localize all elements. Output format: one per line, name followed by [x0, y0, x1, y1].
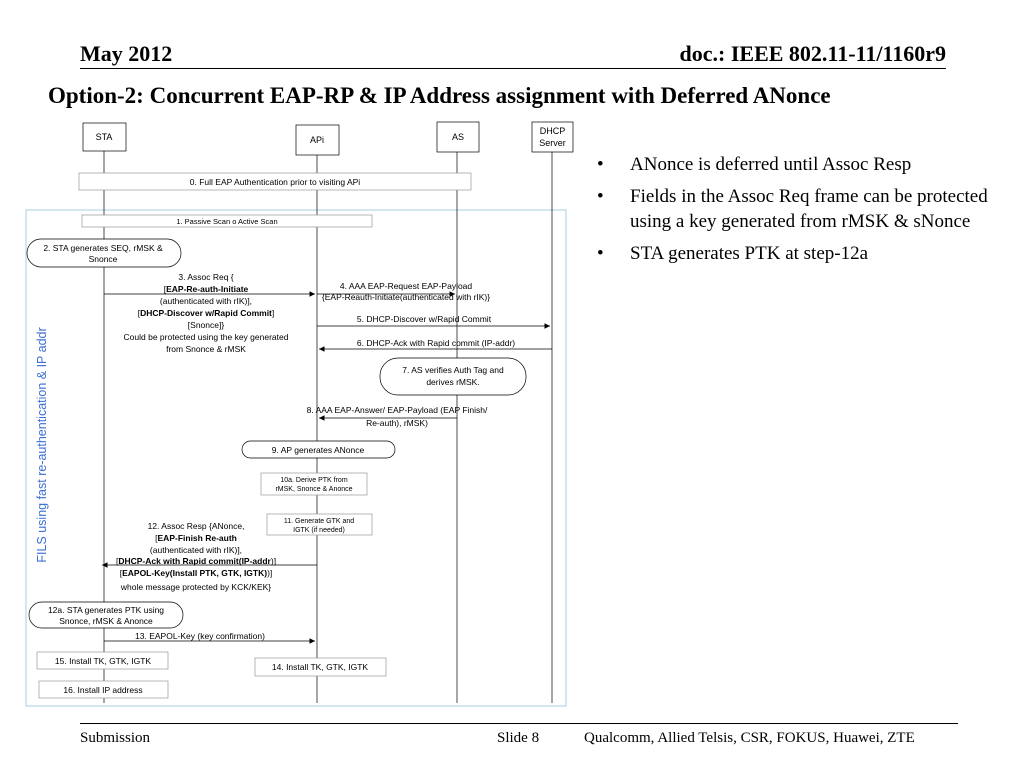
entity-label-sta: STA: [96, 132, 113, 142]
step15-text: 15. Install TK, GTK, IGTK: [55, 656, 152, 666]
entity-api: APi: [295, 124, 340, 156]
step2-text-2: Snonce: [89, 254, 118, 264]
step14-text: 14. Install TK, GTK, IGTK: [272, 662, 369, 672]
bullet-text: Fields in the Assoc Req frame can be pro…: [630, 186, 988, 232]
entity-sta: STA: [82, 122, 127, 152]
step7-text-1: 7. AS verifies Auth Tag and: [402, 365, 504, 375]
header-rule: [80, 68, 946, 69]
svg-text:[Snonce]}: [Snonce]}: [188, 320, 225, 330]
bullet-item: • STA generates PTK at step-12a: [597, 241, 997, 266]
step14-box: [254, 657, 387, 677]
step11-text-1: 11. Generate GTK and: [284, 518, 354, 525]
svg-text:Could be protected using the k: Could be protected using the key generat…: [124, 332, 289, 342]
svg-text:[EAPOL-Key(Install PTK, GTK, I: [EAPOL-Key(Install PTK, GTK, IGTK))]: [120, 568, 273, 578]
step12a-text-2: Snonce, rMSK & Anonce: [59, 616, 153, 626]
footer-slide-number: Slide 8: [497, 730, 540, 746]
step4-text-1: 4. AAA EAP-Request EAP-Payload: [340, 281, 473, 291]
step11-text-2: IGTK (if needed): [293, 527, 345, 534]
step0-box: [78, 172, 472, 191]
fils-side-label: FILS using fast re-authentication & IP a…: [35, 327, 49, 562]
step13-text: 13. EAPOL-Key (key confirmation): [135, 631, 265, 641]
entity-dhcp-server: DHCP Server: [531, 121, 574, 153]
svg-text:3. Assoc Req {: 3. Assoc Req {: [178, 272, 233, 282]
bullet-marker: •: [597, 243, 604, 264]
bullet-text: ANonce is deferred until Assoc Resp: [630, 154, 912, 175]
step12a-text-1: 12a. STA generates PTK using: [48, 605, 164, 615]
bullet-item: • Fields in the Assoc Req frame can be pr…: [597, 184, 997, 234]
svg-text:[DHCP-Discover w/Rapid Commit]: [DHCP-Discover w/Rapid Commit]: [138, 308, 275, 318]
header-date: May 2012: [80, 41, 173, 66]
step16-text: 16. Install IP address: [63, 685, 142, 695]
step8-text-2: Re-auth), rMSK): [366, 418, 428, 428]
step5-text: 5. DHCP-Discover w/Rapid Commit: [357, 314, 492, 324]
step6-text: 6. DHCP-Ack with Rapid commit (IP-addr): [357, 338, 515, 348]
entity-as: AS: [436, 121, 480, 153]
step1-text: 1. Passive Scan o Active Scan: [176, 217, 277, 226]
entity-label-api: APi: [310, 135, 324, 145]
step0-text: 0. Full EAP Authentication prior to visi…: [190, 177, 361, 187]
step12a-bubble: [28, 601, 184, 629]
svg-text:(authenticated with rIK)],: (authenticated with rIK)],: [150, 545, 242, 555]
bullet-item: • ANonce is deferred until Assoc Resp: [597, 152, 997, 177]
svg-text:12. Assoc Resp {ANonce,: 12. Assoc Resp {ANonce,: [148, 521, 245, 531]
step9-bubble: [241, 440, 396, 459]
footer-authors: Qualcomm, Allied Telsis, CSR, FOKUS, Hua…: [584, 730, 915, 746]
header-doc-id: doc.: IEEE 802.11-11/1160r9: [679, 41, 946, 66]
fils-frame: [25, 209, 567, 707]
step7-bubble: [379, 357, 527, 396]
step7-text-2: derives rMSK.: [426, 377, 479, 387]
step4-text-2: {EAP-Reauth-Initiate(authenticated with …: [322, 292, 490, 302]
entity-label-server: Server: [539, 138, 566, 148]
step10a-text-2: rMSK, Snonce & Anonce: [275, 486, 352, 493]
entity-label-as: AS: [452, 132, 464, 142]
step12-label: 12. Assoc Resp {ANonce, [EAP-Finish Re-a…: [116, 521, 276, 592]
svg-text:(authenticated with rIK)],: (authenticated with rIK)],: [160, 296, 252, 306]
step8-text-1: 8. AAA EAP-Answer/ EAP-Payload (EAP Fini…: [307, 405, 488, 415]
step3-label: 3. Assoc Req { [EAP-Re-auth-Initiate (au…: [124, 272, 289, 354]
step9-text: 9. AP generates ANonce: [272, 445, 365, 455]
step10a-text-1: 10a. Derive PTK from: [280, 477, 347, 484]
bullet-marker: •: [597, 154, 604, 175]
bullet-list: • ANonce is deferred until Assoc Resp • Fi…: [597, 152, 997, 273]
step2-bubble: [26, 238, 182, 268]
svg-text:[DHCP-Ack with Rapid commit(IP: [DHCP-Ack with Rapid commit(IP-addr)]: [116, 556, 276, 566]
svg-text:[EAP-Re-auth-Initiate: [EAP-Re-auth-Initiate: [164, 284, 249, 294]
svg-text:from Snonce & rMSK: from Snonce & rMSK: [166, 344, 246, 354]
slide-title: Option-2: Concurrent EAP-RP & IP Address…: [48, 83, 831, 108]
entity-label-dhcp: DHCP: [540, 126, 566, 136]
step2-text-1: 2. STA generates SEQ, rMSK &: [43, 243, 163, 253]
svg-text:[EAP-Finish Re-auth: [EAP-Finish Re-auth: [155, 533, 237, 543]
step11-box: [266, 513, 373, 536]
footer-submission: Submission: [80, 730, 151, 746]
bullet-marker: •: [597, 186, 604, 207]
step16-box: [38, 680, 169, 699]
step10a-box: [260, 472, 368, 496]
bullet-text: STA generates PTK at step-12a: [630, 243, 869, 264]
svg-text:whole message protected by KCK: whole message protected by KCK/KEK}: [120, 582, 271, 592]
footer-rule: [80, 723, 958, 724]
step1-box: [81, 214, 373, 228]
step15-box: [36, 651, 169, 670]
